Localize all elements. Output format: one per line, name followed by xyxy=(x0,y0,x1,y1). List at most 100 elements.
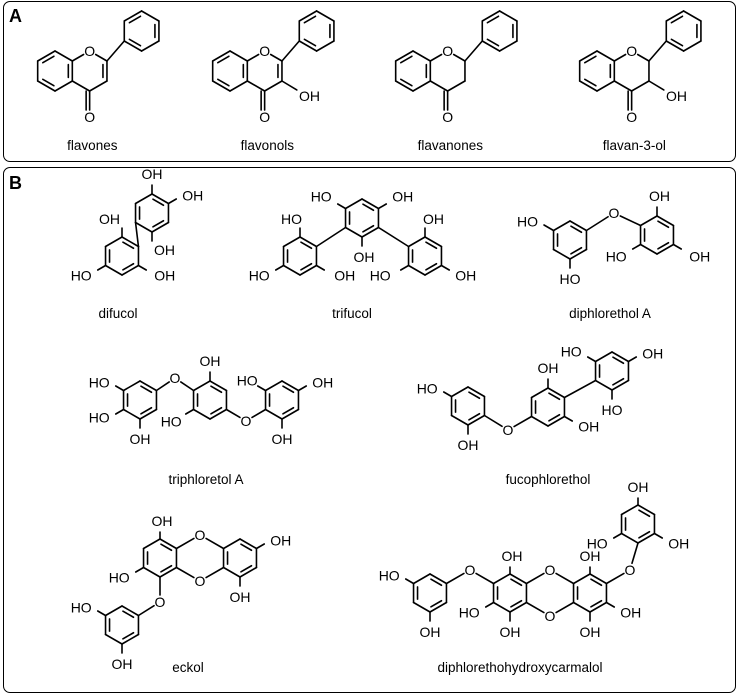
ring-oxygen: O xyxy=(626,43,637,59)
ether-oxygen: O xyxy=(155,594,166,610)
oh: OH xyxy=(154,242,175,258)
oh: OH xyxy=(620,605,641,621)
oh: OH xyxy=(420,624,441,640)
oh: OH xyxy=(142,166,163,182)
compound-name-triphloretol-a: triphloretol A xyxy=(168,472,243,487)
oh: OH xyxy=(130,431,151,447)
oh: OH xyxy=(354,249,375,265)
ether-oxygen: O xyxy=(625,562,636,578)
ring-oxygen: O xyxy=(195,527,206,543)
ho: HO xyxy=(517,214,538,230)
hydroxyl-3: OH xyxy=(666,88,687,104)
oh: OH xyxy=(392,189,413,205)
ho: HO xyxy=(370,268,391,284)
ring-oxygen: O xyxy=(442,43,453,59)
oh: OH xyxy=(642,346,663,362)
oh: OH xyxy=(99,211,120,227)
ho: HO xyxy=(606,249,627,265)
oh: OH xyxy=(649,188,670,204)
ho: HO xyxy=(587,536,608,552)
oh: OH xyxy=(272,431,293,447)
ho: HO xyxy=(311,189,332,205)
ring-oxygen: O xyxy=(545,562,556,578)
ho: HO xyxy=(459,605,480,621)
oh: OH xyxy=(182,188,203,204)
oh: OH xyxy=(112,656,133,672)
oh: OH xyxy=(230,589,251,605)
ho: HO xyxy=(109,570,130,586)
ho: HO xyxy=(89,410,110,426)
oh: OH xyxy=(689,249,710,265)
oh: OH xyxy=(580,548,601,564)
compound-name-flavones: flavones xyxy=(67,138,118,153)
oh: OH xyxy=(580,624,601,640)
ho: HO xyxy=(561,344,582,360)
ho: HO xyxy=(71,600,92,616)
ho: HO xyxy=(560,271,581,287)
compound-name-diphlorethol-a: diphlorethol A xyxy=(569,306,651,321)
hydroxyl-3: OH xyxy=(299,88,320,104)
oh: OH xyxy=(500,624,521,640)
oh: OH xyxy=(458,437,479,453)
structure-flavan-3-ol: O O OH flavan-3-ol xyxy=(578,10,702,153)
ho: HO xyxy=(71,268,92,284)
ho: HO xyxy=(379,568,400,584)
compound-name-flavanones: flavanones xyxy=(418,138,484,153)
panel-a xyxy=(3,1,736,162)
oh: OH xyxy=(455,268,476,284)
compound-name-difucol: difucol xyxy=(98,306,137,321)
oh: OH xyxy=(152,513,173,529)
oh: OH xyxy=(154,268,175,284)
compound-name-eckol: eckol xyxy=(172,660,204,675)
structure-eckol: O O OH HO OH OH O HO OH eckol xyxy=(71,513,292,675)
ring-oxygen: O xyxy=(195,573,206,589)
compound-name-fucophlorethol: fucophlorethol xyxy=(506,472,591,487)
structure-flavonols: O O OH flavonols xyxy=(211,10,335,153)
ether-oxygen: O xyxy=(241,413,252,429)
compound-name-flavonols: flavonols xyxy=(241,138,295,153)
oh: OH xyxy=(423,211,444,227)
oh: OH xyxy=(578,419,599,435)
ho: HO xyxy=(602,402,623,418)
carbonyl-oxygen: O xyxy=(442,109,453,125)
ho: HO xyxy=(89,375,110,391)
panel-b xyxy=(3,167,736,693)
ring-oxygen: O xyxy=(259,43,270,59)
ether-oxygen: O xyxy=(465,562,476,578)
oh: OH xyxy=(628,479,649,495)
oh: OH xyxy=(502,548,523,564)
oh: OH xyxy=(334,268,355,284)
compound-name-flavan-3-ol: flavan-3-ol xyxy=(603,138,666,153)
ether-oxygen: O xyxy=(170,370,181,386)
ho: HO xyxy=(237,373,258,389)
ho: HO xyxy=(161,414,182,430)
panel-a-letter: A xyxy=(9,6,22,26)
ho: HO xyxy=(281,211,302,227)
carbonyl-oxygen: O xyxy=(84,109,95,125)
oh: OH xyxy=(668,536,689,552)
carbonyl-oxygen: O xyxy=(259,109,270,125)
ether-oxygen: O xyxy=(503,422,514,438)
carbonyl-oxygen: O xyxy=(626,109,637,125)
ho: HO xyxy=(417,381,438,397)
compound-name-diphlorethohydroxycarmalol: diphlorethohydroxycarmalol xyxy=(437,660,602,675)
ring-oxygen: O xyxy=(545,608,556,624)
compound-name-trifucol: trifucol xyxy=(332,306,372,321)
ether-oxygen: O xyxy=(609,205,620,221)
oh: OH xyxy=(270,533,291,549)
structure-difucol: OH OH OH OH HO OH difucol xyxy=(71,166,204,321)
ring-oxygen: O xyxy=(84,43,95,59)
oh: OH xyxy=(200,353,221,369)
structure-trifucol: HO OH OH HO HO OH OH OH HO trifucol xyxy=(249,189,477,322)
ho: HO xyxy=(249,268,270,284)
panel-b-letter: B xyxy=(9,173,22,193)
oh: OH xyxy=(538,360,559,376)
structure-diphlorethol-a: O HO HO OH HO OH diphlorethol A xyxy=(517,188,710,321)
